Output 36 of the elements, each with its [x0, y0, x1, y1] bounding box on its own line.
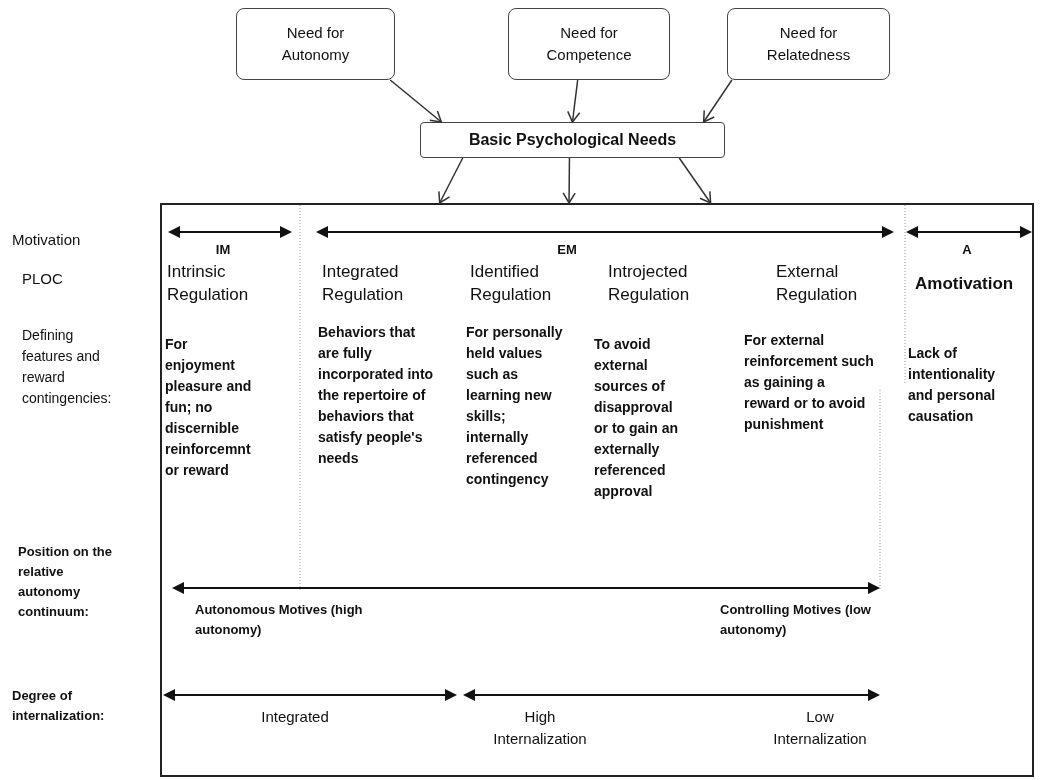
continuum-label: Low Internalization [772, 707, 868, 749]
arrow [562, 157, 576, 204]
continuum-label: Autonomous Motives (high autonomy) [195, 601, 364, 639]
category-label: IM [214, 241, 232, 259]
arrow [567, 79, 581, 123]
regulation-heading: External Regulation [776, 261, 859, 306]
need-box: Need for Competence [508, 8, 670, 80]
row-label: Degree of internalization: [12, 687, 106, 725]
description-text: Lack of intentionality and personal causation [908, 344, 997, 426]
row-label: Position on the relative autonomy continuum: [18, 543, 113, 621]
description-text: Behaviors that are fully incorporated into the repertoire of behaviors that satisfy people's needs [318, 323, 434, 468]
category-label: A [961, 241, 973, 259]
arrow [702, 79, 733, 123]
description-text: For personally held values such as learning new skills; internally referenced contingency [466, 323, 564, 489]
arrow [389, 79, 443, 123]
description-text: For external reinforcement such as gaining a reward or to avoid punishment [744, 331, 874, 434]
needs-box: Basic Psychological Needs [420, 122, 725, 158]
row-label: Defining features and reward contingencies: [22, 326, 113, 408]
description-text: For enjoyment pleasure and fun; no discernible reinforcemnt or reward [165, 335, 253, 480]
regulation-heading: Integrated Regulation [322, 261, 405, 306]
regulation-heading: Identified Regulation [470, 261, 553, 306]
need-box: Need for Autonomy [236, 8, 395, 80]
arrow [438, 157, 464, 204]
framework-box [160, 203, 1034, 777]
continuum-label: Integrated [260, 707, 330, 727]
regulation-heading: Amotivation [915, 273, 1015, 295]
description-text: To avoid external sources of disapproval or to gain an externally referenced approval [594, 335, 679, 501]
arrow [678, 157, 712, 204]
regulation-heading: Intrinsic Regulation [167, 261, 250, 306]
regulation-heading: Introjected Regulation [608, 261, 691, 306]
category-label: EM [556, 241, 578, 259]
row-label: PLOC [22, 269, 63, 289]
row-label: Motivation [12, 230, 81, 250]
continuum-label: Controlling Motives (low autonomy) [720, 601, 872, 639]
need-box: Need for Relatedness [727, 8, 890, 80]
continuum-label: High Internalization [492, 707, 588, 749]
